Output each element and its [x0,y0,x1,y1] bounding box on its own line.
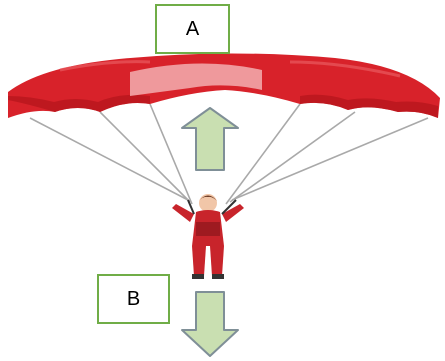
upward-force-arrow-icon [181,107,239,171]
label-box-b: B [97,274,170,324]
skydiver-icon [172,194,244,279]
label-a-text: A [185,17,200,40]
downward-force-arrow-icon [181,291,239,357]
suspension-lines [29,103,429,205]
label-box-a: A [155,4,230,54]
parachute-canopy-icon [8,53,440,118]
label-b-text: B [126,287,141,310]
